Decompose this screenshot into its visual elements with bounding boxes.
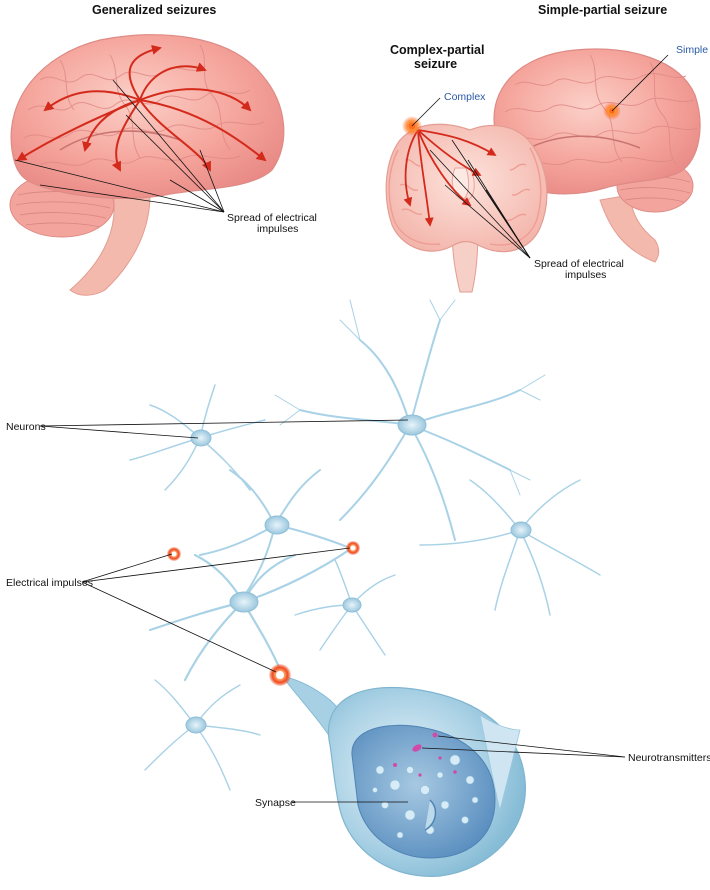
electrical-impulses: [167, 541, 360, 686]
label-neurotransmitters: Neurotransmitters: [628, 752, 710, 764]
neuron-upper-right: [274, 299, 546, 541]
label-spread-left-line1: Spread of electrical: [227, 212, 317, 224]
synapse-terminal: [280, 675, 526, 877]
neuron-upper-left: [129, 384, 266, 491]
label-synapse: Synapse: [255, 797, 296, 809]
neuron-lower-left: [144, 679, 261, 791]
brainstem-left: [69, 189, 151, 296]
title-generalized-seizures: Generalized seizures: [92, 3, 216, 17]
label-electrical-impulses: Electrical impulses: [6, 577, 93, 589]
spread-arrows-complex: [403, 129, 497, 227]
title-complex-partial-line2: seizure: [414, 57, 457, 71]
title-complex-partial-line1: Complex-partial: [390, 43, 484, 57]
title-simple-partial-seizure: Simple-partial seizure: [538, 3, 667, 17]
label-simple: Simple: [676, 44, 708, 56]
label-neurons: Neurons: [6, 421, 46, 433]
neuron-center-right: [294, 559, 396, 656]
complex-partial-brain: [385, 97, 548, 293]
neuron-mid: [199, 469, 351, 596]
label-complex: Complex: [444, 91, 486, 103]
neuron-right: [419, 479, 601, 616]
simple-partial-brain: [493, 48, 701, 263]
neuron-network: [129, 299, 601, 791]
generalized-brain: [9, 34, 285, 296]
spread-arrows-left: [16, 44, 267, 172]
brainstem-right: [599, 194, 660, 263]
cerebrum-left: [10, 34, 285, 199]
label-spread-right-line1: Spread of electrical: [534, 258, 624, 270]
label-spread-right-line2: impulses: [565, 269, 606, 281]
label-spread-left-line2: impulses: [257, 223, 298, 235]
